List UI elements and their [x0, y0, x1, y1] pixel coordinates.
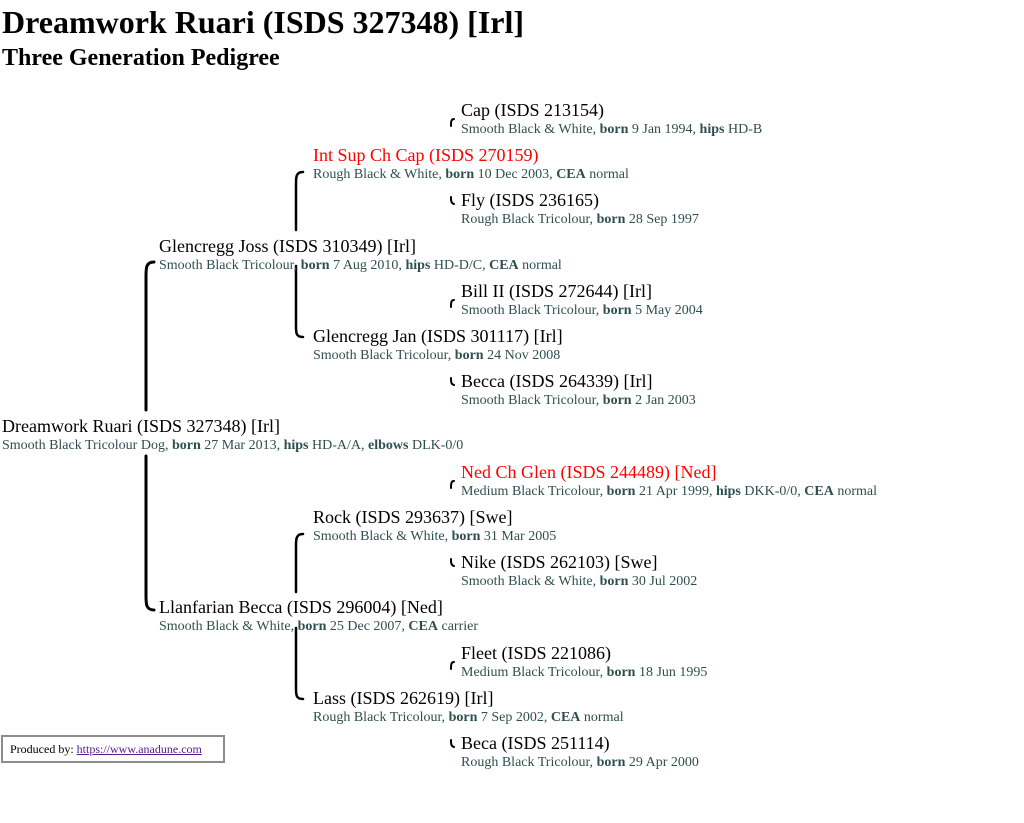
tick-ds-sire: [450, 480, 455, 489]
pedigree-node-dam: Llanfarian Becca (ISDS 296004) [Ned] Smo…: [159, 597, 478, 635]
tick-ds-dam: [450, 558, 455, 567]
dog-name: Int Sup Ch Cap (ISDS 270159): [313, 145, 539, 165]
dog-name: Beca (ISDS 251114): [461, 733, 610, 753]
pedigree-node-ds-sire: Ned Ch Glen (ISDS 244489) [Ned] Medium B…: [461, 462, 877, 500]
dog-name: Llanfarian Becca (ISDS 296004) [Ned]: [159, 597, 443, 617]
pedigree-node-dam-sire: Rock (ISDS 293637) [Swe] Smooth Black & …: [313, 507, 556, 545]
pedigree-node-sd-dam: Becca (ISDS 264339) [Irl] Smooth Black T…: [461, 371, 696, 409]
pedigree-node-sd-sire: Bill II (ISDS 272644) [Irl] Smooth Black…: [461, 281, 703, 319]
dog-name: Glencregg Joss (ISDS 310349) [Irl]: [159, 236, 416, 256]
dog-name: Cap (ISDS 213154): [461, 100, 604, 120]
dog-details: Rough Black Tricolour, born 7 Sep 2002, …: [313, 710, 624, 725]
pedigree-node-sire: Glencregg Joss (ISDS 310349) [Irl] Smoot…: [159, 236, 562, 274]
pedigree-node-ss-sire: Cap (ISDS 213154) Smooth Black & White, …: [461, 100, 762, 138]
dog-details: Rough Black Tricolour, born 28 Sep 1997: [461, 212, 699, 227]
dog-details: Medium Black Tricolour, born 18 Jun 1995: [461, 665, 708, 680]
tick-ss-dam: [450, 196, 455, 205]
pedigree-node-subject: Dreamwork Ruari (ISDS 327348) [Irl] Smoo…: [2, 416, 463, 454]
pedigree-node-ds-dam: Nike (ISDS 262103) [Swe] Smooth Black & …: [461, 552, 697, 590]
dog-details: Smooth Black & White, born 31 Mar 2005: [313, 529, 557, 544]
tick-sd-sire: [450, 299, 455, 308]
dog-details: Smooth Black & White, born 25 Dec 2007, …: [159, 619, 479, 634]
tick-sd-dam: [450, 377, 455, 386]
dog-details: Smooth Black Tricolour Dog, born 27 Mar …: [2, 438, 464, 453]
tick-ss-sire: [450, 118, 455, 127]
pedigree-node-dam-dam: Lass (ISDS 262619) [Irl] Rough Black Tri…: [313, 688, 624, 726]
page-subtitle: Three Generation Pedigree: [2, 45, 280, 71]
dog-details: Rough Black & White, born 10 Dec 2003, C…: [313, 167, 629, 182]
dog-name: Ned Ch Glen (ISDS 244489) [Ned]: [461, 462, 717, 482]
pedigree-node-dd-sire: Fleet (ISDS 221086) Medium Black Tricolo…: [461, 643, 707, 681]
produced-by-box: Produced by: https://www.anadune.com: [1, 735, 225, 763]
dog-details: Medium Black Tricolour, born 21 Apr 1999…: [461, 484, 877, 499]
tick-dd-dam: [450, 739, 455, 748]
dog-name: Rock (ISDS 293637) [Swe]: [313, 507, 513, 527]
dog-details: Smooth Black Tricolour, born 5 May 2004: [461, 303, 703, 318]
dog-name: Fly (ISDS 236165): [461, 190, 600, 210]
dog-details: Smooth Black Tricolour, born 24 Nov 2008: [313, 348, 561, 363]
dog-details: Smooth Black Tricolour, born 2 Jan 2003: [461, 393, 696, 408]
dog-name: Dreamwork Ruari (ISDS 327348) [Irl]: [2, 416, 280, 436]
page-title: Dreamwork Ruari (ISDS 327348) [Irl]: [2, 4, 525, 40]
dog-name: Glencregg Jan (ISDS 301117) [Irl]: [313, 326, 563, 346]
anadune-link[interactable]: https://www.anadune.com: [76, 742, 202, 756]
dog-details: Smooth Black Tricolour, born 7 Aug 2010,…: [159, 258, 562, 273]
dog-name: Becca (ISDS 264339) [Irl]: [461, 371, 653, 391]
pedigree-node-sire-dam: Glencregg Jan (ISDS 301117) [Irl] Smooth…: [313, 326, 563, 364]
dog-name: Bill II (ISDS 272644) [Irl]: [461, 281, 652, 301]
dog-details: Smooth Black & White, born 9 Jan 1994, h…: [461, 122, 763, 137]
dog-details: Smooth Black & White, born 30 Jul 2002: [461, 574, 698, 589]
produced-by-label: Produced by:: [10, 742, 77, 756]
pedigree-node-dd-dam: Beca (ISDS 251114) Rough Black Tricolour…: [461, 733, 699, 771]
dog-name: Fleet (ISDS 221086): [461, 643, 611, 663]
pedigree-node-sire-sire: Int Sup Ch Cap (ISDS 270159) Rough Black…: [313, 145, 629, 183]
pedigree-node-ss-dam: Fly (ISDS 236165) Rough Black Tricolour,…: [461, 190, 699, 228]
dog-name: Nike (ISDS 262103) [Swe]: [461, 552, 658, 572]
dog-name: Lass (ISDS 262619) [Irl]: [313, 688, 494, 708]
tick-dd-sire: [450, 661, 455, 670]
dog-details: Rough Black Tricolour, born 29 Apr 2000: [461, 755, 699, 770]
